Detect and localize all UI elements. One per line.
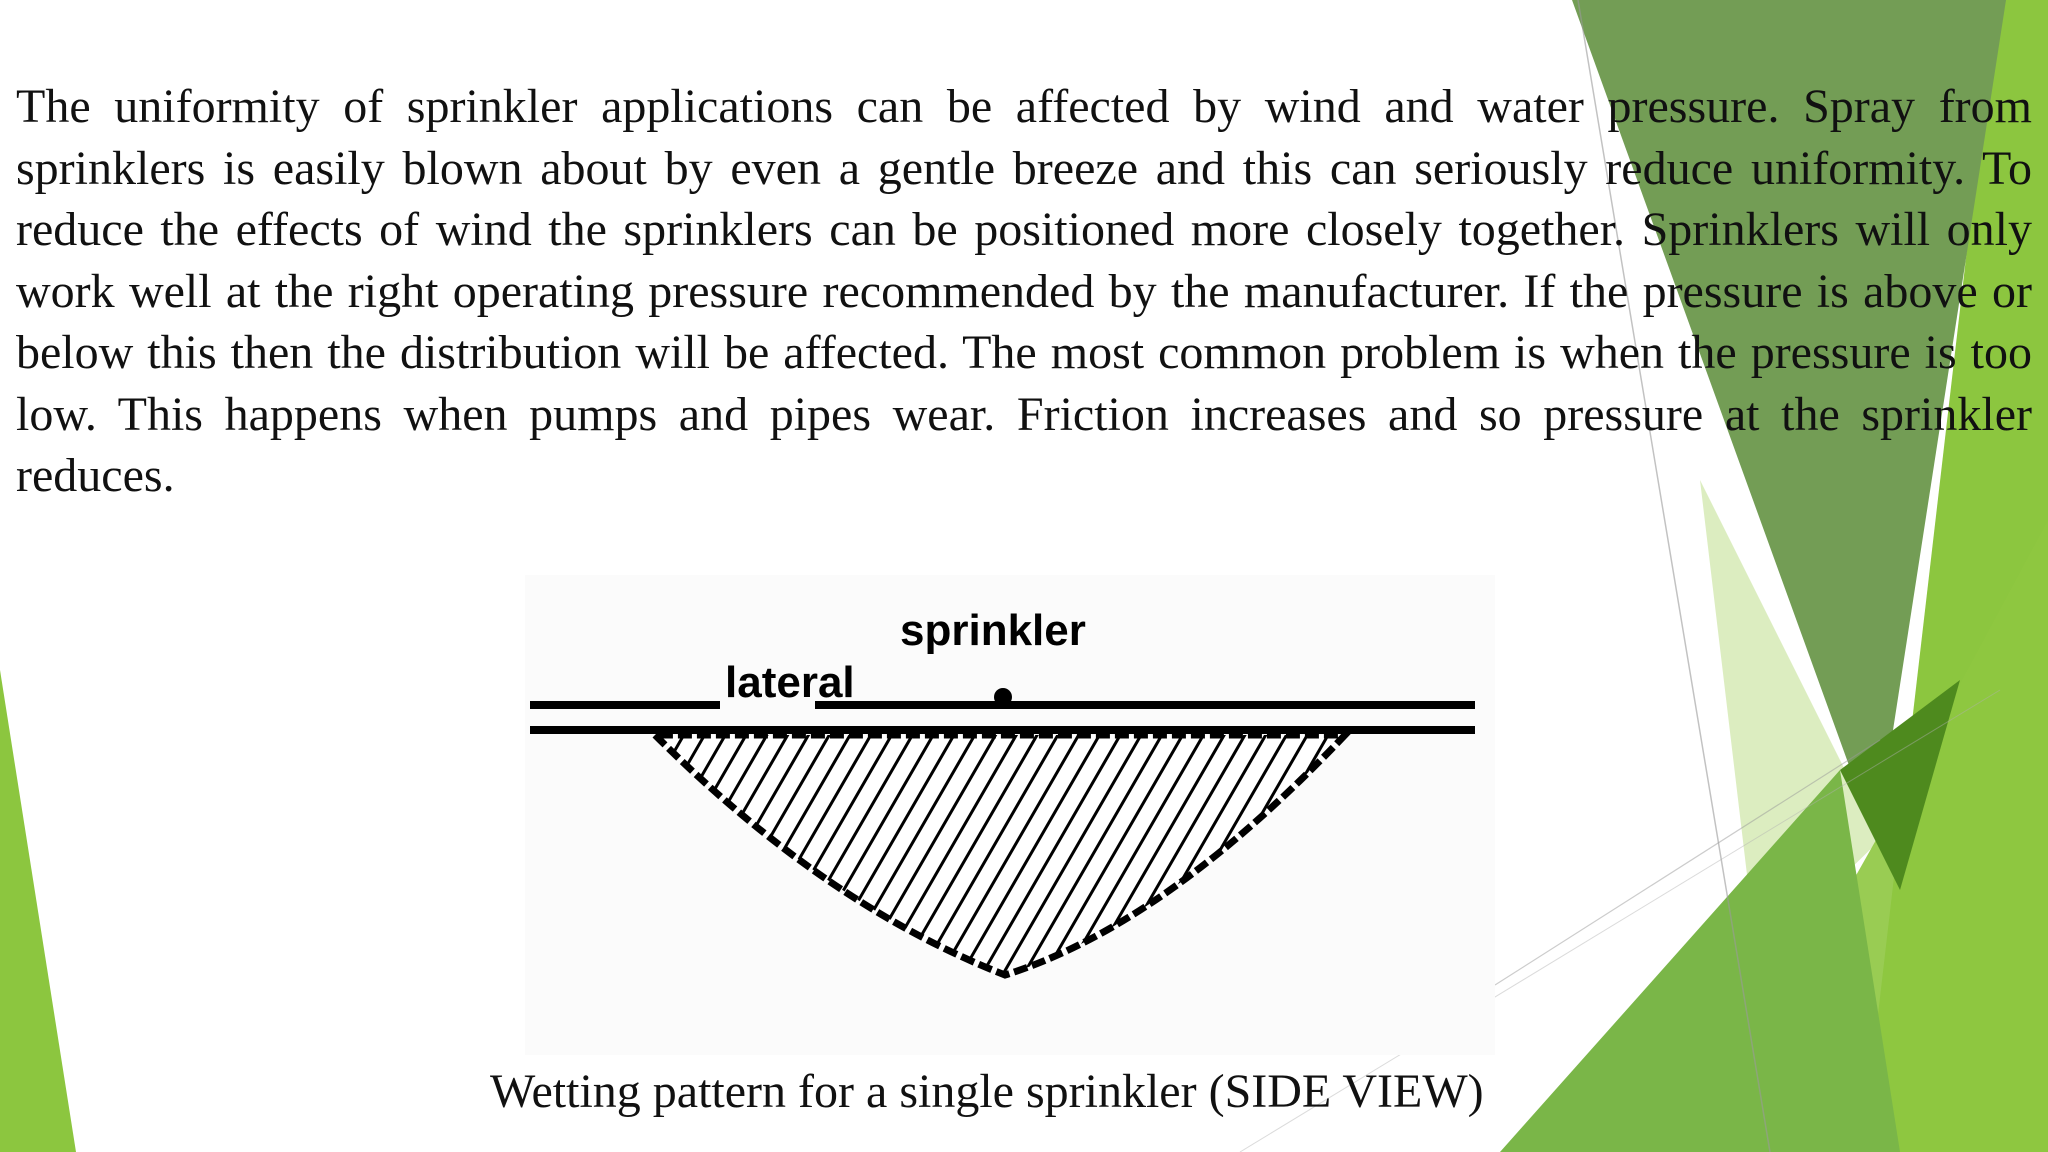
facet-light-mid [1700,520,2048,1152]
facet-bottom [1500,770,1900,1152]
facet-left-sliver [0,670,76,1152]
facet-muted-band [1572,0,2006,840]
facet-line-3 [1239,689,2001,1152]
facet-line-2 [1494,739,1881,986]
wetting-pattern-figure: sprinkler lateral [525,575,1495,1055]
lateral-label: lateral [725,658,855,707]
figure-caption: Wetting pattern for a single sprinkler (… [490,1065,1484,1118]
sprinkler-label: sprinkler [900,606,1086,655]
body-paragraph: The uniformity of sprinkler applications… [16,80,2032,502]
sprinkler-head [994,688,1012,706]
facet-line-1 [1577,0,1771,1152]
facet-dark [1840,680,1960,890]
wetted-zone [646,731,1354,979]
